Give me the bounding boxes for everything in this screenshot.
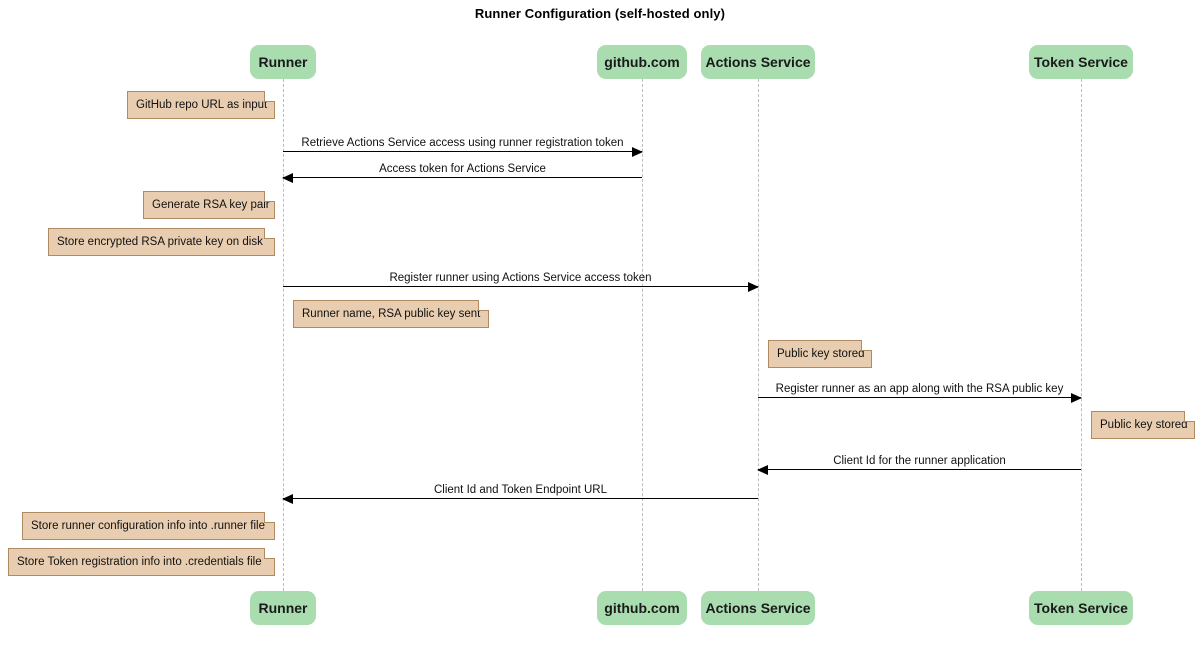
note-generate-rsa[interactable]: Generate RSA key pair [143, 191, 275, 219]
note-github-repo-url[interactable]: GitHub repo URL as input [127, 91, 275, 119]
note-fold-corner-icon [478, 300, 489, 311]
message-label: Retrieve Actions Service access using ru… [301, 137, 624, 149]
message-label: Access token for Actions Service [379, 163, 546, 175]
participant-actions-bottom[interactable]: Actions Service [701, 591, 815, 625]
note-fold-corner-icon [264, 191, 275, 202]
message-label: Register runner as an app along with the… [775, 383, 1064, 395]
message-label: Client Id and Token Endpoint URL [433, 484, 608, 496]
participant-label: Runner [258, 600, 308, 616]
lifeline-github [642, 79, 643, 591]
participant-label: Token Service [1034, 54, 1128, 70]
participant-runner-top[interactable]: Runner [250, 45, 316, 79]
note-text: Store runner configuration info into .ru… [31, 520, 265, 532]
participant-token-bottom[interactable]: Token Service [1029, 591, 1133, 625]
note-store-runner-config[interactable]: Store runner configuration info into .ru… [22, 512, 275, 540]
message-line [283, 286, 758, 287]
participant-actions-top[interactable]: Actions Service [701, 45, 815, 79]
arrowhead-right-icon [748, 282, 759, 292]
note-fold-corner-icon [264, 512, 275, 523]
note-store-token-registration[interactable]: Store Token registration info into .cred… [8, 548, 275, 576]
msg-client-id-for-runner-app[interactable]: Client Id for the runner application [757, 448, 1081, 475]
note-fold-corner-icon [1184, 411, 1195, 422]
arrowhead-left-icon [757, 465, 768, 475]
note-runner-name-pubkey[interactable]: Runner name, RSA public key sent [293, 300, 489, 328]
message-label: Register runner using Actions Service ac… [389, 272, 652, 284]
arrowhead-left-icon [282, 173, 293, 183]
note-text: Store Token registration info into .cred… [17, 556, 262, 568]
lifeline-token [1081, 79, 1082, 591]
participant-github-top[interactable]: github.com [597, 45, 687, 79]
note-public-key-stored-1[interactable]: Public key stored [768, 340, 872, 368]
lifeline-actions [758, 79, 759, 591]
arrowhead-right-icon [1071, 393, 1082, 403]
lifeline-runner [283, 79, 284, 591]
diagram-title: Runner Configuration (self-hosted only) [474, 6, 726, 21]
note-fold-corner-icon [264, 91, 275, 102]
message-label: Client Id for the runner application [833, 455, 1006, 467]
arrowhead-left-icon [282, 494, 293, 504]
msg-register-runner-as-app[interactable]: Register runner as an app along with the… [758, 376, 1082, 403]
participant-label: Actions Service [705, 54, 811, 70]
msg-retrieve-actions-access[interactable]: Retrieve Actions Service access using ru… [283, 130, 643, 157]
participant-label: Actions Service [705, 600, 811, 616]
note-public-key-stored-2[interactable]: Public key stored [1091, 411, 1195, 439]
note-text: GitHub repo URL as input [136, 99, 268, 111]
note-store-encrypted-key[interactable]: Store encrypted RSA private key on disk [48, 228, 275, 256]
note-fold-corner-icon [264, 548, 275, 559]
msg-client-id-token-endpoint[interactable]: Client Id and Token Endpoint URL [282, 477, 758, 504]
msg-access-token[interactable]: Access token for Actions Service [282, 156, 642, 183]
message-line [758, 397, 1081, 398]
note-text: Public key stored [1100, 419, 1188, 431]
message-line [758, 469, 1081, 470]
note-fold-corner-icon [861, 340, 872, 351]
message-line [283, 498, 758, 499]
message-line [283, 151, 642, 152]
message-line [283, 177, 642, 178]
note-text: Runner name, RSA public key sent [302, 308, 481, 320]
participant-label: github.com [604, 54, 680, 70]
note-fold-corner-icon [264, 228, 275, 239]
msg-register-runner[interactable]: Register runner using Actions Service ac… [283, 265, 759, 292]
participant-label: Token Service [1034, 600, 1128, 616]
participant-label: Runner [258, 54, 308, 70]
participant-runner-bottom[interactable]: Runner [250, 591, 316, 625]
participant-github-bottom[interactable]: github.com [597, 591, 687, 625]
arrowhead-right-icon [632, 147, 643, 157]
note-text: Public key stored [777, 348, 865, 360]
participant-label: github.com [604, 600, 680, 616]
note-text: Store encrypted RSA private key on disk [57, 236, 263, 248]
note-text: Generate RSA key pair [152, 199, 270, 211]
participant-token-top[interactable]: Token Service [1029, 45, 1133, 79]
